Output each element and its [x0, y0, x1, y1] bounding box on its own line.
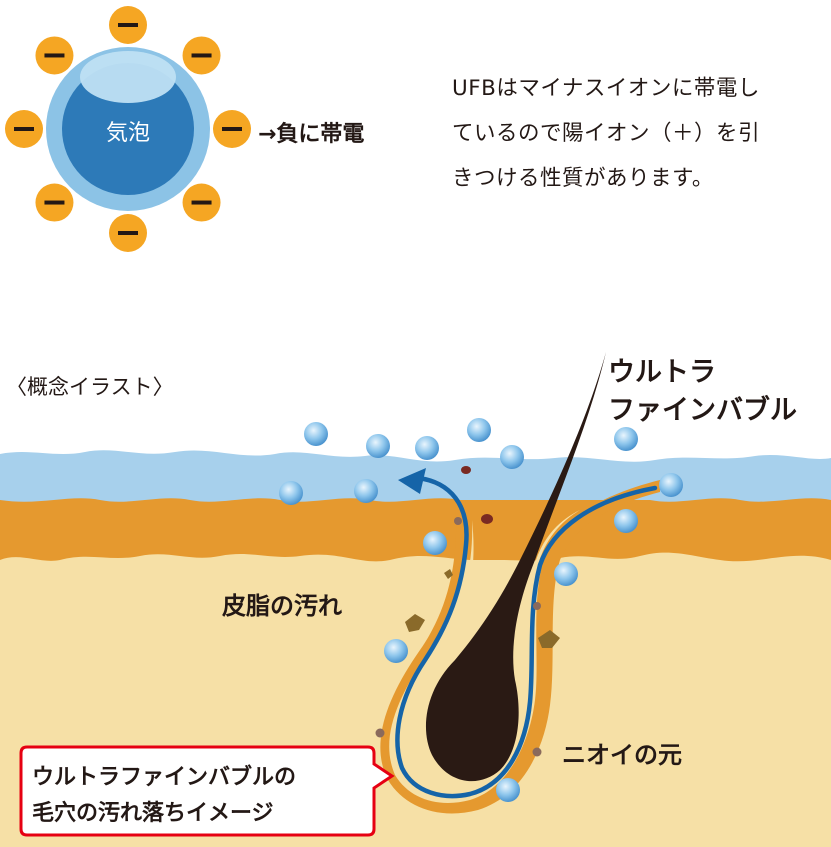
dirt-particle — [444, 569, 453, 579]
dirt-particle — [481, 514, 493, 524]
bubble-label: 気泡 — [106, 121, 150, 146]
micro-bubble — [496, 778, 520, 802]
charged-bubble-diagram: 気泡 →負に帯電 — [5, 6, 364, 252]
ultrafine-bubbles — [279, 418, 683, 802]
negative-ion — [35, 36, 74, 75]
minus-sign-icon — [191, 200, 212, 205]
negative-ion — [5, 110, 43, 148]
micro-bubble — [366, 434, 390, 458]
micro-bubble — [500, 445, 524, 469]
hair-strand — [425, 352, 606, 782]
bubble-highlight — [80, 51, 176, 103]
negative-ion-ring — [5, 6, 251, 252]
micro-bubble — [614, 427, 638, 451]
sebum-label: 皮脂の汚れ — [222, 592, 342, 620]
illustration-caption: 〈概念イラスト〉 — [6, 375, 174, 399]
sebum-particle — [538, 630, 560, 648]
negative-ion — [213, 110, 251, 148]
micro-bubble — [423, 531, 447, 555]
callout-line2: 毛穴の汚れ落ちイメージ — [32, 800, 274, 826]
ufb-label-line2: ファインバブル — [608, 394, 797, 426]
callout-box: ウルトラファインバブルの 毛穴の汚れ落ちイメージ — [19, 745, 395, 837]
bubble-core — [62, 63, 194, 195]
description-line: UFBはマイナスイオンに帯電し — [452, 76, 760, 101]
dirt-particle — [461, 466, 471, 474]
charge-label: →負に帯電 — [258, 121, 364, 147]
micro-bubble — [467, 418, 491, 442]
micro-bubble — [614, 509, 638, 533]
negative-ion — [35, 183, 74, 222]
description-line: きつける性質があります。 — [452, 166, 714, 191]
ufb-description: UFBはマイナスイオンに帯電し ているので陽イオン（＋）を引 きつける性質があり… — [452, 66, 827, 201]
minus-sign-icon — [44, 53, 65, 58]
micro-bubble — [415, 436, 439, 460]
negative-ion — [109, 6, 147, 44]
minus-sign-icon — [14, 127, 34, 131]
minus-sign-icon — [191, 53, 212, 58]
micro-bubble — [659, 473, 683, 497]
negative-ion — [182, 183, 221, 222]
dirt-particle — [454, 517, 462, 525]
description-line: ているので陽イオン（＋）を引 — [452, 121, 761, 146]
minus-sign-icon — [44, 200, 65, 205]
callout-line1: ウルトラファインバブルの — [32, 764, 296, 790]
micro-bubble — [384, 639, 408, 663]
ufb-label-line1: ウルトラ — [608, 357, 716, 388]
negative-ion — [182, 36, 221, 75]
callout-border — [19, 745, 395, 837]
micro-bubble — [279, 481, 303, 505]
micro-bubble — [304, 422, 328, 446]
dirt-particles — [375, 466, 560, 757]
negative-ion — [109, 214, 147, 252]
dirt-particle — [533, 602, 541, 610]
minus-sign-icon — [118, 231, 138, 235]
micro-bubble — [554, 562, 578, 586]
odor-label: ニオイの元 — [562, 741, 682, 769]
odor-particle — [532, 747, 542, 757]
dirt-particle — [375, 728, 385, 738]
minus-sign-icon — [222, 127, 242, 131]
minus-sign-icon — [118, 23, 138, 27]
epidermis-layer — [0, 488, 831, 562]
flow-arrow-head — [398, 468, 426, 494]
cleaning-flow-channel — [395, 475, 658, 799]
micro-bubble — [354, 479, 378, 503]
sebum-particle — [405, 614, 425, 632]
